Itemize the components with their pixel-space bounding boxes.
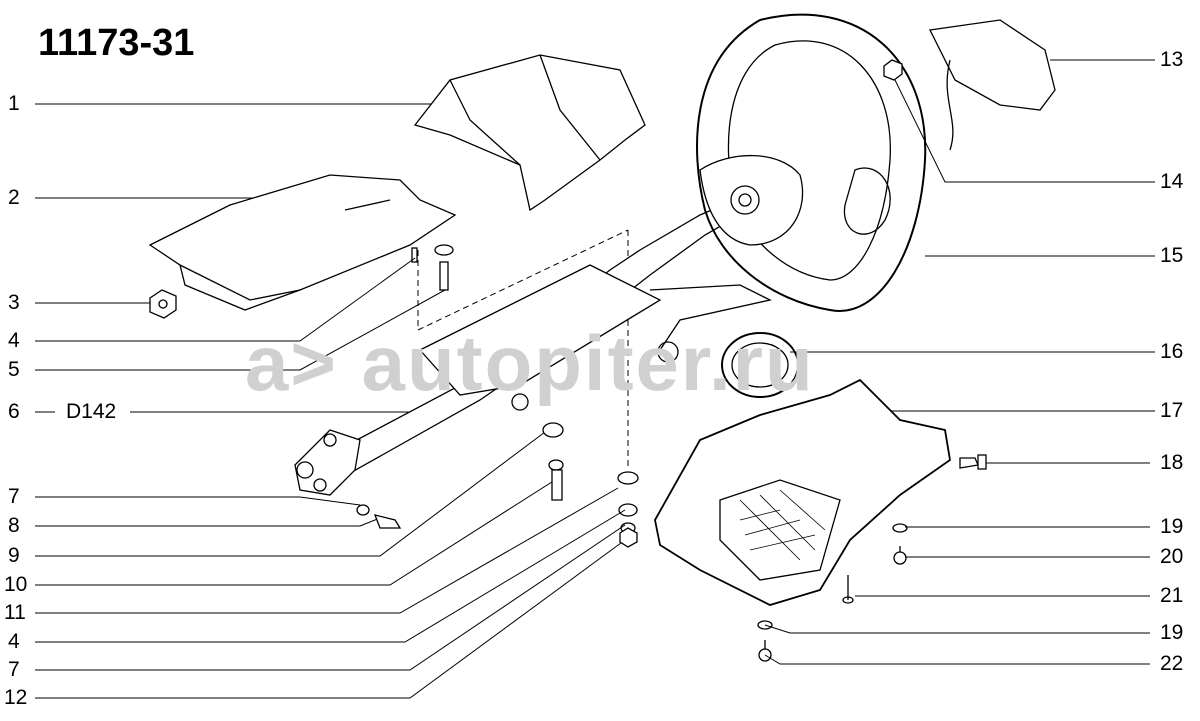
callout-d142: D142: [66, 400, 117, 423]
upper-shroud: [413, 54, 646, 212]
callout-14: 14: [1160, 170, 1184, 193]
callout-9: 9: [8, 544, 20, 567]
callout-1: 1: [8, 92, 20, 115]
callout-7b: 7: [8, 658, 20, 681]
airbag-module: [929, 19, 1056, 111]
callout-22: 22: [1160, 652, 1184, 675]
callout-6: 6: [8, 400, 20, 423]
callout-5: 5: [8, 358, 20, 381]
callout-19: 19: [1160, 515, 1184, 538]
callout-2: 2: [8, 186, 20, 209]
callout-18: 18: [1160, 451, 1184, 474]
callout-8: 8: [8, 514, 20, 537]
callout-12: 12: [4, 686, 28, 709]
callout-3: 3: [8, 291, 20, 314]
callout-16: 16: [1160, 340, 1184, 363]
callout-13: 13: [1160, 48, 1184, 71]
callout-15: 15: [1160, 244, 1184, 267]
diagram-title: 11173-31: [38, 22, 195, 64]
callout-19b: 19: [1160, 621, 1184, 644]
mounting-bracket: [148, 174, 457, 301]
ring: [721, 332, 799, 398]
callout-10: 10: [4, 573, 28, 596]
nut: [149, 289, 177, 319]
callout-4b: 4: [8, 630, 20, 653]
leader-lines-right: [764, 59, 1155, 665]
callout-17: 17: [1160, 399, 1184, 422]
callout-11: 11: [4, 601, 26, 624]
callout-20: 20: [1160, 545, 1184, 568]
column-housing: [418, 264, 662, 396]
callout-21: 21: [1160, 584, 1184, 607]
callout-7: 7: [8, 485, 20, 508]
callout-4: 4: [8, 329, 20, 352]
steering-wheel: [696, 13, 927, 312]
leader-lines-left: [35, 103, 626, 699]
lower-shroud: [654, 378, 951, 606]
